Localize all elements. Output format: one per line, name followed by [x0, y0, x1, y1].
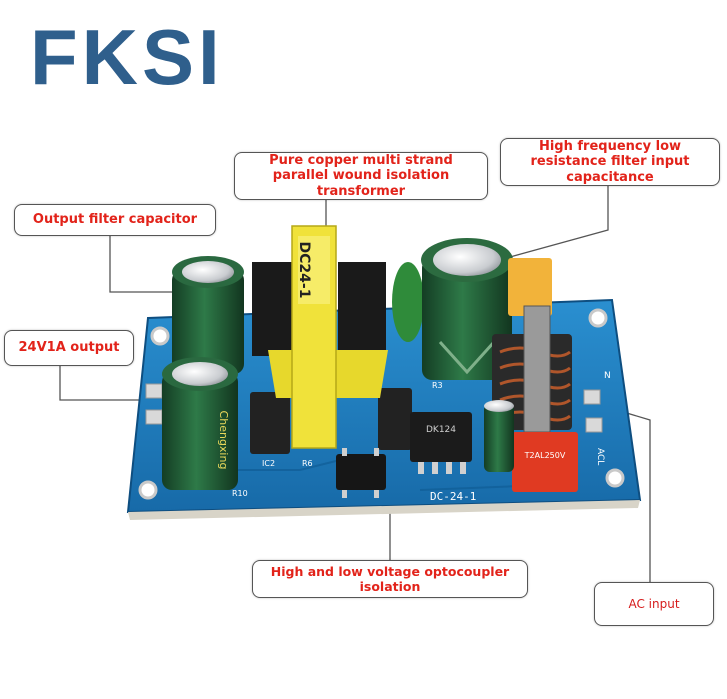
heatsink — [250, 388, 412, 454]
callout-transformer: Pure copper multi strand parallel wound … — [234, 152, 488, 200]
optocoupler — [336, 448, 386, 498]
controller-ic: DK124 — [410, 412, 472, 474]
capacitor-brand: Chengxing — [217, 411, 230, 470]
callout-output-spec: 24V1A output — [4, 330, 134, 366]
fuse-label: T2AL250V — [524, 451, 566, 460]
ac-label: ACL — [595, 448, 605, 465]
output-capacitor-top — [172, 256, 244, 374]
transformer: DC24-1 — [252, 225, 388, 449]
callout-ac-input: AC input — [594, 582, 714, 626]
r10-label: R10 — [232, 489, 248, 498]
yellow-capacitor — [508, 258, 552, 316]
r3-label: R3 — [432, 381, 443, 390]
ic-label: DK124 — [426, 425, 456, 435]
callout-optocoupler: High and low voltage optocoupler isolati… — [252, 560, 528, 598]
x2-capacitor — [392, 262, 424, 342]
ic2-label: IC2 — [262, 459, 275, 468]
callout-high-frequency-capacitor: High frequency low resistance filter inp… — [500, 138, 720, 186]
input-capacitor — [421, 238, 513, 380]
fuse: T2AL250V — [512, 432, 578, 492]
callout-output-filter-capacitor: Output filter capacitor — [14, 204, 216, 236]
brand-logo: FKSI — [30, 13, 224, 101]
transformer-label: DC24-1 — [296, 242, 312, 299]
pcb-label: DC-24-1 — [430, 490, 476, 503]
output-capacitor-bottom: Chengxing — [162, 357, 238, 490]
small-capacitor — [484, 400, 514, 472]
n-label: N — [604, 371, 611, 381]
r6-label: R6 — [302, 459, 313, 468]
